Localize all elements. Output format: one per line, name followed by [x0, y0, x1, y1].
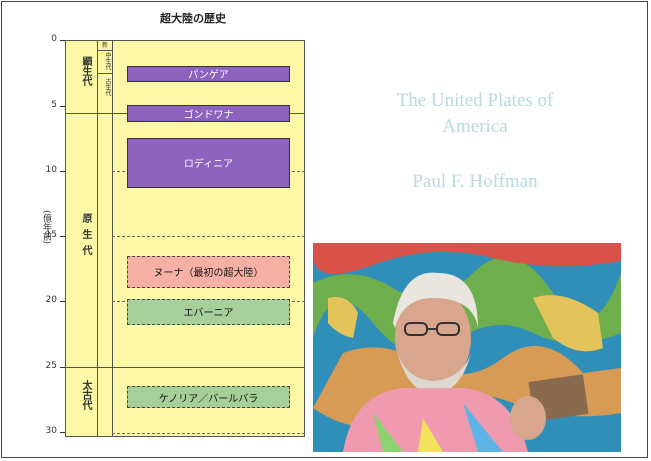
era-column-divider [97, 40, 98, 437]
supercontinent-bar: パンゲア [127, 66, 290, 82]
y-tick-label: 10 [45, 165, 57, 175]
supercontinent-bar: ロディニア [127, 138, 290, 188]
y-tick-label: 20 [45, 295, 57, 305]
period-column-divider [112, 40, 113, 437]
era-phanerozoic: 顕生代 [80, 56, 91, 86]
gridline-15 [112, 236, 305, 237]
talk-title-line1: The United Plates of [396, 90, 554, 111]
y-tick-label: 0 [51, 34, 57, 44]
y-tick [60, 106, 65, 107]
y-tick-label: 25 [45, 361, 57, 371]
era-archean: 太古代 [80, 380, 91, 410]
era-proterozoic: 原生代 [80, 213, 91, 261]
speaker-photo-image [313, 243, 621, 452]
timeline-plot-area [65, 40, 305, 437]
y-tick-label: 30 [45, 426, 57, 436]
y-tick [60, 367, 65, 368]
supercontinent-bar: ケノリア／バールバラ [127, 386, 290, 409]
y-tick-label: 5 [51, 100, 57, 110]
talk-title-line2: America [442, 116, 508, 137]
supercontinent-bar: エバーニア [127, 298, 290, 325]
y-axis-label: (億年前) [41, 210, 51, 245]
y-tick [60, 40, 65, 41]
mesozoic-boundary [97, 73, 112, 74]
talk-title: The United Plates of America [360, 88, 590, 140]
period-cenozoic: 新 [101, 42, 108, 49]
cenozoic-boundary [97, 50, 112, 51]
y-tick-label: 15 [45, 230, 57, 240]
y-tick [60, 301, 65, 302]
period-paleozoic: 古生代 [104, 78, 111, 96]
supercontinent-bar: ヌーナ（最初の超大陸） [127, 255, 290, 289]
y-tick [60, 432, 65, 433]
y-tick [60, 236, 65, 237]
speaker-photo [313, 243, 621, 452]
chart-title: 超大陸の歴史 [160, 12, 226, 25]
y-tick [60, 171, 65, 172]
archean-boundary [65, 367, 305, 368]
author-name: Paul F. Hoffman [412, 171, 538, 192]
gridline-30 [112, 433, 305, 434]
period-mesozoic: 中生代 [104, 52, 111, 70]
supercontinent-bar: ゴンドワナ [127, 105, 290, 123]
